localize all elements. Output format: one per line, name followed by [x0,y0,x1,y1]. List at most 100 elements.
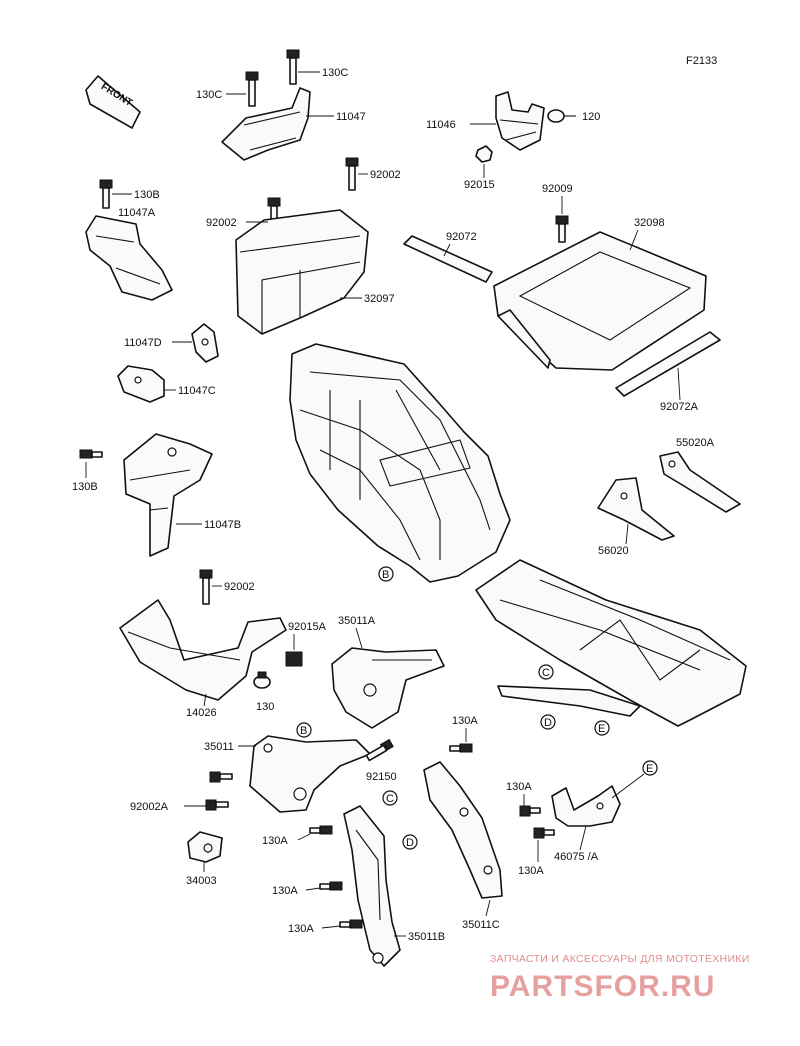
label-130a-d: 130A [288,923,314,935]
label-46075: 46075 /A [554,851,599,863]
svg-text:D: D [406,837,414,849]
callout-b-lower: B [296,722,312,738]
callout-c-subframe: C [538,664,554,680]
bracket-35011c [423,761,503,899]
label-130a-e: 130A [506,781,532,793]
bracket-35011 [249,735,371,813]
bolt-icon-130a-d [339,919,363,929]
bracket-11046 [495,91,545,151]
watermark-tagline: ЗАПЧАСТИ И АКСЕССУАРЫ ДЛЯ МОТОТЕХНИКИ [490,953,750,965]
svg-text:C: C [542,667,550,679]
plate-11047c [117,365,165,403]
bolt-icon-130b-mid [79,449,103,459]
label-35011c: 35011C [462,919,500,931]
callout-e-lower: E [642,760,658,776]
watermark-logo: PARTSFOR.RU [490,970,715,1003]
bolt-icon-130-guard [253,671,271,689]
bolt-icon-92009 [555,215,569,243]
label-92002a: 92002A [130,801,169,813]
bolt-icon-130b-top [99,179,113,209]
svg-text:B: B [300,725,307,737]
bolt-icon-130a-f [533,827,555,839]
bolt-icon-130a-e [519,805,541,817]
bolt-icon-130a-b [309,825,333,835]
label-35011a: 35011A [338,615,376,627]
label-92072: 92072 [446,231,477,243]
label-130b-a: 130B [134,189,160,201]
bracket-11047 [221,87,311,161]
main-frame [289,343,511,583]
label-35011: 35011 [204,741,234,753]
label-32098: 32098 [634,217,665,229]
callout-d-subframe: D [540,714,556,730]
callout-c-lower: C [382,790,398,806]
label-92072a: 92072A [660,401,699,413]
label-92009: 92009 [542,183,573,195]
label-11047: 11047 [336,111,366,123]
label-92002-a: 92002 [370,169,401,181]
battery-case-32097 [235,209,369,335]
bracket-35011b [343,805,401,967]
svg-text:B: B [382,569,389,581]
label-130a-a: 130A [452,715,478,727]
battery-tray-32098 [493,231,707,371]
bolt-icon-92002a-a [209,771,233,783]
stay-55020a [659,451,741,513]
label-11046: 11046 [426,119,456,131]
label-14026: 14026 [186,707,217,719]
label-130a-b: 130A [262,835,288,847]
label-130a-f: 130A [518,865,544,877]
label-92002-b: 92002 [206,217,237,229]
bolt-icon-92150 [365,738,394,762]
bracket-46075 [551,785,621,827]
label-130a-c: 130A [272,885,298,897]
label-130: 130 [256,701,274,713]
label-34003: 34003 [186,875,217,887]
rear-subframe [475,559,747,727]
label-11047d: 11047D [124,337,162,349]
label-130b-b: 130B [72,481,98,493]
label-130c-b: 130C [322,67,348,79]
label-11047b: 11047B [204,519,241,531]
diagram-id: F2133 [686,55,717,67]
label-55020a: 55020A [676,437,715,449]
clamp-34003 [187,831,223,863]
svg-text:D: D [544,717,552,729]
bolt-icon-130c-left [245,71,259,107]
label-32097: 32097 [364,293,395,305]
bolt-icon-92002-top [345,157,359,191]
bolt-icon-130a-c [319,881,343,891]
bolt-icon-130a-a [449,743,473,753]
strap-92072a [615,331,721,397]
label-130c-a: 130C [196,89,222,101]
label-11047a: 11047A [118,207,156,219]
bolt-icon-92002a-b [205,799,229,811]
label-92015a: 92015A [288,621,327,633]
stay-56020 [597,477,675,541]
label-92002-c: 92002 [224,581,255,593]
label-11047c: 11047C [178,385,216,397]
plate-11047d [191,323,219,363]
label-92150: 92150 [366,771,397,783]
svg-text:E: E [646,763,653,775]
label-120: 120 [582,111,600,123]
front-arrow-icon: FRONT [85,75,141,129]
stay-11047b [123,433,213,557]
callout-d-lower: D [402,834,418,850]
strap-92072 [403,235,493,283]
bolt-icon-130c-right [286,49,300,85]
bracket-11047a [85,215,173,301]
guard-14026 [119,599,287,701]
label-92015: 92015 [464,179,495,191]
nut-icon-92015 [475,145,493,163]
nut-icon-92015a [285,651,303,667]
label-35011b: 35011B [408,931,445,943]
svg-text:C: C [386,793,394,805]
label-56020: 56020 [598,545,629,557]
bolt-icon-92002-lower [199,569,213,605]
callout-b-frame: B [378,566,394,582]
svg-text:E: E [598,723,605,735]
bolt-icon-120 [547,109,576,123]
